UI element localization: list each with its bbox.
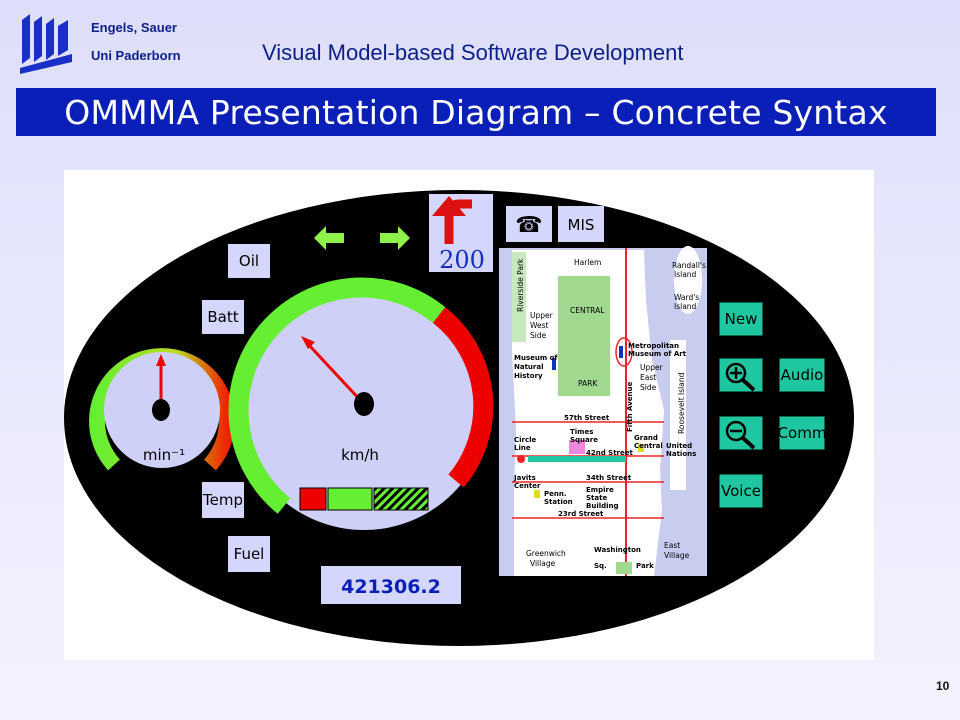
map-label-museum-2: Natural [514, 363, 544, 371]
zoom-out-button[interactable] [718, 415, 764, 451]
map-label-empire-1: Empire [586, 486, 614, 494]
route-distance: 200 [439, 246, 485, 274]
route-highlight [528, 456, 626, 462]
map-label-met-2: Museum of Art [628, 350, 687, 358]
university-logo [20, 14, 72, 74]
map-label-wards-1: Ward's [674, 293, 699, 302]
map-label-upper-west-3: Side [530, 331, 547, 340]
slide-title: OMMMA Presentation Diagram – Concrete Sy… [64, 92, 888, 132]
zoom-in-icon [725, 362, 756, 392]
temp-label: Temp [202, 491, 243, 509]
map-label-57th: 57th Street [564, 414, 610, 422]
map-label-times-2: Square [570, 436, 598, 444]
map-label-fifth-avenue: Fifth Avenue [626, 382, 634, 432]
speed-unit-label: km/h [341, 446, 379, 464]
map-label-museum-3: History [514, 372, 543, 380]
comm-button-label: Comm [778, 424, 827, 442]
course-title: Visual Model-based Software Development [262, 40, 684, 65]
voice-button[interactable]: Voice [718, 473, 764, 509]
map-label-east-village-2: Village [664, 551, 690, 560]
map-label-museum-1: Museum of [514, 354, 558, 362]
phone-button[interactable]: ☎ [506, 206, 552, 242]
route-turn-sign: 200 [429, 194, 493, 274]
batt-label: Batt [207, 308, 238, 326]
left-turn-signal-icon[interactable] [314, 226, 344, 250]
new-button[interactable]: New [718, 301, 764, 337]
new-button-label: New [725, 310, 758, 328]
oil-indicator: Oil [228, 244, 270, 278]
odometer: 421306.2 [321, 566, 461, 604]
gear-indicator-bar [299, 487, 429, 511]
map-label-circle-2: Line [514, 444, 531, 452]
audio-button-label: Audio [781, 366, 824, 384]
map-label-un-2: Nations [666, 450, 696, 458]
map-label-penn-2: Station [544, 498, 573, 506]
audio-button[interactable]: Audio [778, 357, 826, 393]
institution-authors: Engels, Sauer [91, 20, 177, 35]
comm-button[interactable]: Comm [778, 415, 827, 451]
map-label-empire-2: State [586, 494, 607, 502]
central-park [558, 276, 610, 396]
map-label-upper-east-3: Side [640, 383, 657, 392]
speed-needle [306, 342, 364, 404]
dashboard-diagram: 200 ☎ MIS Oil Batt Temp Fuel min⁻¹ [64, 170, 874, 660]
speed-green-arc [228, 277, 446, 514]
map-label-javits-1: Javits [513, 474, 536, 482]
map-label-empire-3: Building [586, 502, 619, 510]
map-label-harlem: Harlem [574, 258, 601, 267]
map-label-randalls-1: Randall's [672, 261, 706, 270]
map-label-upper-east-2: East [640, 373, 656, 382]
map-label-washington-2: Sq. [594, 562, 607, 570]
mis-button[interactable]: MIS [558, 206, 604, 242]
rpm-unit-label: min⁻¹ [143, 446, 185, 464]
odometer-value: 421306.2 [341, 576, 441, 598]
institution-university: Uni Paderborn [91, 48, 181, 63]
map-label-upper-east-1: Upper [640, 363, 664, 372]
map-label-east-village-1: East [664, 541, 680, 550]
map-label-un-1: United [666, 442, 692, 450]
speedometer: km/h [228, 277, 494, 530]
battery-indicator: Batt [202, 300, 244, 334]
map-label-42nd: 42nd Street [586, 449, 634, 457]
map-label-riverside: Riverside Park [516, 258, 525, 312]
map-label-greenwich-2: Village [530, 559, 556, 568]
map-label-roosevelt: Roosevelt Island [677, 372, 686, 434]
map-label-grand-1: Grand [634, 434, 658, 442]
map-label-34th: 34th Street [586, 474, 632, 482]
map-label-javits-2: Center [514, 482, 541, 490]
map-label-central: CENTRAL [570, 306, 605, 315]
temperature-indicator: Temp [202, 482, 244, 518]
map-label-park: PARK [578, 379, 598, 388]
map-label-washington-3: Park [636, 562, 654, 570]
oil-label: Oil [239, 252, 259, 270]
right-turn-signal-icon[interactable] [380, 226, 410, 250]
map-label-circle-1: Circle [514, 436, 537, 444]
map-label-randalls-2: Island [674, 270, 697, 279]
map-label-washington-1: Washington [594, 546, 641, 554]
telephone-icon: ☎ [515, 213, 542, 238]
slide-title-bar: OMMMA Presentation Diagram – Concrete Sy… [16, 88, 936, 136]
fuel-indicator: Fuel [228, 536, 270, 572]
map-label-grand-2: Central [634, 442, 663, 450]
rpm-gauge: min⁻¹ [89, 348, 235, 471]
fuel-label: Fuel [234, 545, 265, 563]
map-label-wards-2: Island [674, 302, 697, 311]
map-label-times-1: Times [570, 428, 593, 436]
zoom-out-icon [725, 420, 756, 450]
map-label-upper-west-2: West [530, 321, 548, 330]
mis-button-label: MIS [568, 216, 595, 234]
speed-red-arc [432, 307, 494, 488]
voice-button-label: Voice [721, 482, 761, 500]
navigation-map[interactable]: Harlem Randall's Island Ward's Island Ri… [499, 246, 707, 576]
map-label-greenwich-1: Greenwich [526, 549, 566, 558]
map-label-23rd: 23rd Street [558, 510, 604, 518]
zoom-in-button[interactable] [718, 357, 764, 393]
map-label-met-1: Metropolitan [628, 342, 679, 350]
map-label-penn-1: Penn. [544, 490, 567, 498]
map-label-upper-west-1: Upper [530, 311, 554, 320]
page-number: 10 [936, 679, 950, 693]
